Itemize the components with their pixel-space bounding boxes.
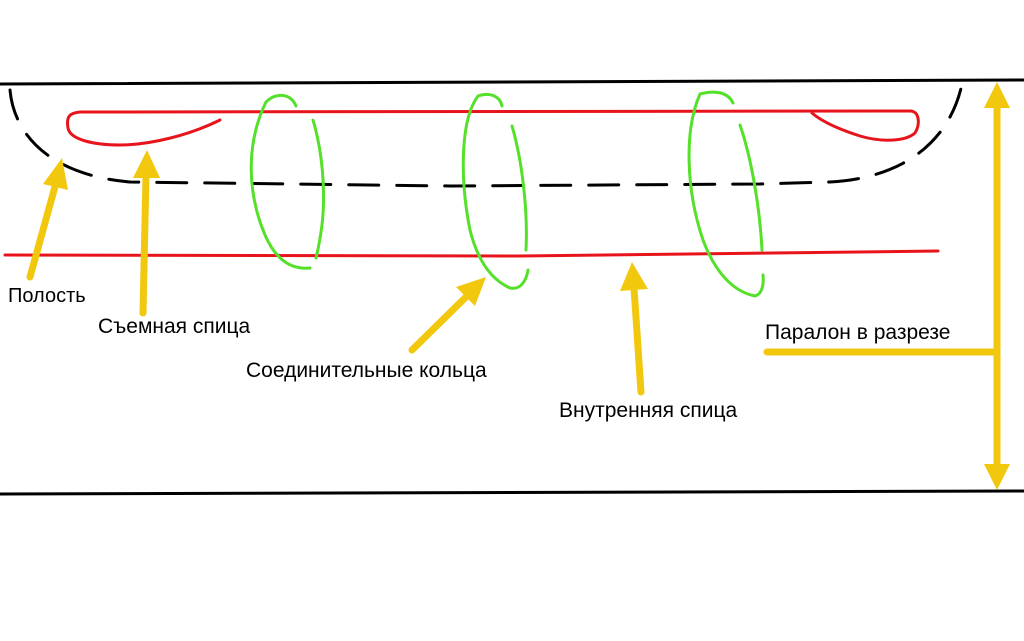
foam-bottom-edge xyxy=(0,489,1024,496)
foam-top-edge xyxy=(0,78,1024,86)
label-cavity: Полость xyxy=(8,285,86,307)
connecting-ring-2 xyxy=(461,92,530,290)
label-connecting-rings: Соединительные кольца xyxy=(246,359,487,382)
label-inner-spoke: Внутренняя спица xyxy=(559,399,738,422)
cavity-outline xyxy=(8,82,964,188)
connecting-ring-1 xyxy=(249,93,326,270)
arrow-connecting-rings xyxy=(408,277,486,354)
inner-spoke xyxy=(3,249,940,258)
removable-spoke xyxy=(66,109,920,147)
foam-thickness-dimension xyxy=(763,82,1010,490)
arrow-inner-spoke xyxy=(620,262,648,396)
arrow-removable-spoke xyxy=(133,150,160,317)
arrow-cavity xyxy=(26,158,68,281)
label-removable-spoke: Съемная спица xyxy=(98,315,251,338)
connecting-ring-3 xyxy=(687,90,765,298)
label-foam-section: Паралон в разрезе xyxy=(765,321,951,344)
